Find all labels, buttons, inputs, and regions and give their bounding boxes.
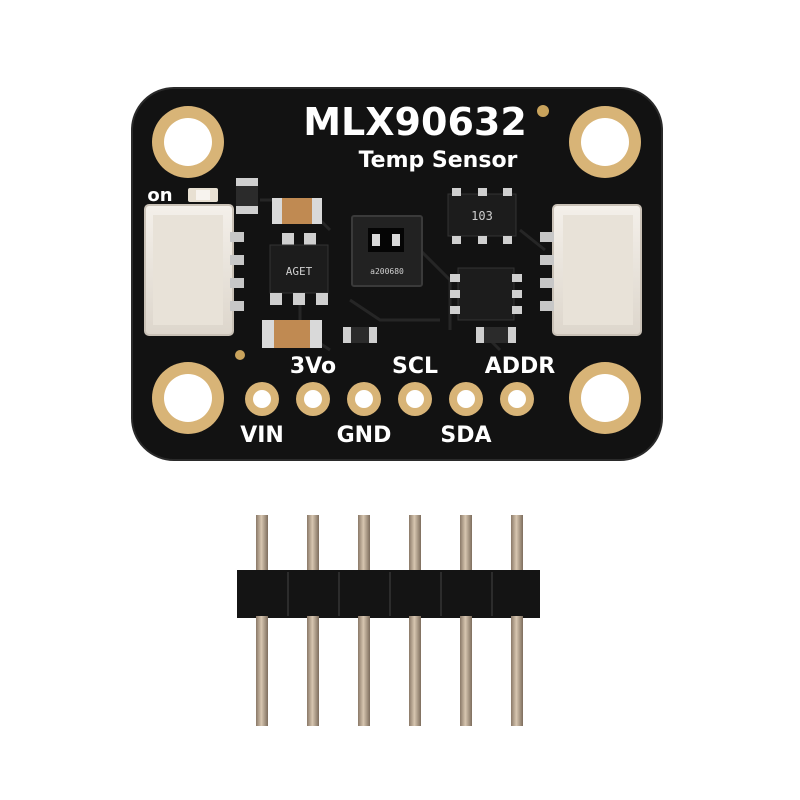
voltage-regulator: AGET	[269, 233, 329, 305]
via	[235, 350, 245, 360]
board-subtitle: Temp Sensor	[359, 148, 518, 173]
pin-label-addr: ADDR	[485, 354, 556, 379]
pad-addr	[500, 382, 534, 416]
resistor-bottom	[343, 327, 377, 343]
chip-marking: 103	[471, 209, 493, 223]
header-pins-lower	[256, 616, 523, 726]
header-pads	[245, 382, 534, 416]
led-label: on	[147, 185, 172, 206]
stemma-connector-right	[540, 204, 642, 336]
mounting-hole-top-left	[152, 106, 224, 178]
header-plastic-grooves	[287, 572, 493, 616]
capacitor-bottom	[262, 320, 322, 348]
addr-jumper	[476, 327, 516, 343]
header-pins-upper	[256, 515, 523, 575]
sensor-marking: a200680	[370, 267, 404, 276]
mounting-hole-top-right	[569, 106, 641, 178]
pin-label-3vo: 3Vo	[290, 354, 336, 379]
regulator-marking: AGET	[286, 265, 313, 278]
mounting-hole-bottom-left	[152, 362, 224, 434]
pad-sda	[449, 382, 483, 416]
resistor-led	[236, 178, 258, 214]
pin-label-scl: SCL	[392, 354, 438, 379]
pin-label-gnd: GND	[337, 423, 392, 448]
chip-103: 103	[447, 188, 517, 244]
via	[537, 105, 549, 117]
pin-header-strip	[237, 515, 540, 726]
board-title: MLX90632	[303, 100, 527, 144]
pad-scl	[398, 382, 432, 416]
header-plastic	[237, 570, 540, 618]
capacitor-top	[272, 198, 322, 224]
pin-label-vin: VIN	[240, 423, 284, 448]
level-shifter-chip	[450, 267, 522, 321]
pad-gnd	[347, 382, 381, 416]
pin-label-sda: SDA	[440, 423, 491, 448]
stemma-connector-left	[144, 204, 244, 336]
breakout-board: MLX90632 Temp Sensor on	[131, 87, 663, 461]
temperature-sensor-chip: a200680	[351, 215, 423, 287]
pad-vin	[245, 382, 279, 416]
power-led	[188, 188, 218, 202]
pad-3vo	[296, 382, 330, 416]
mounting-hole-bottom-right	[569, 362, 641, 434]
